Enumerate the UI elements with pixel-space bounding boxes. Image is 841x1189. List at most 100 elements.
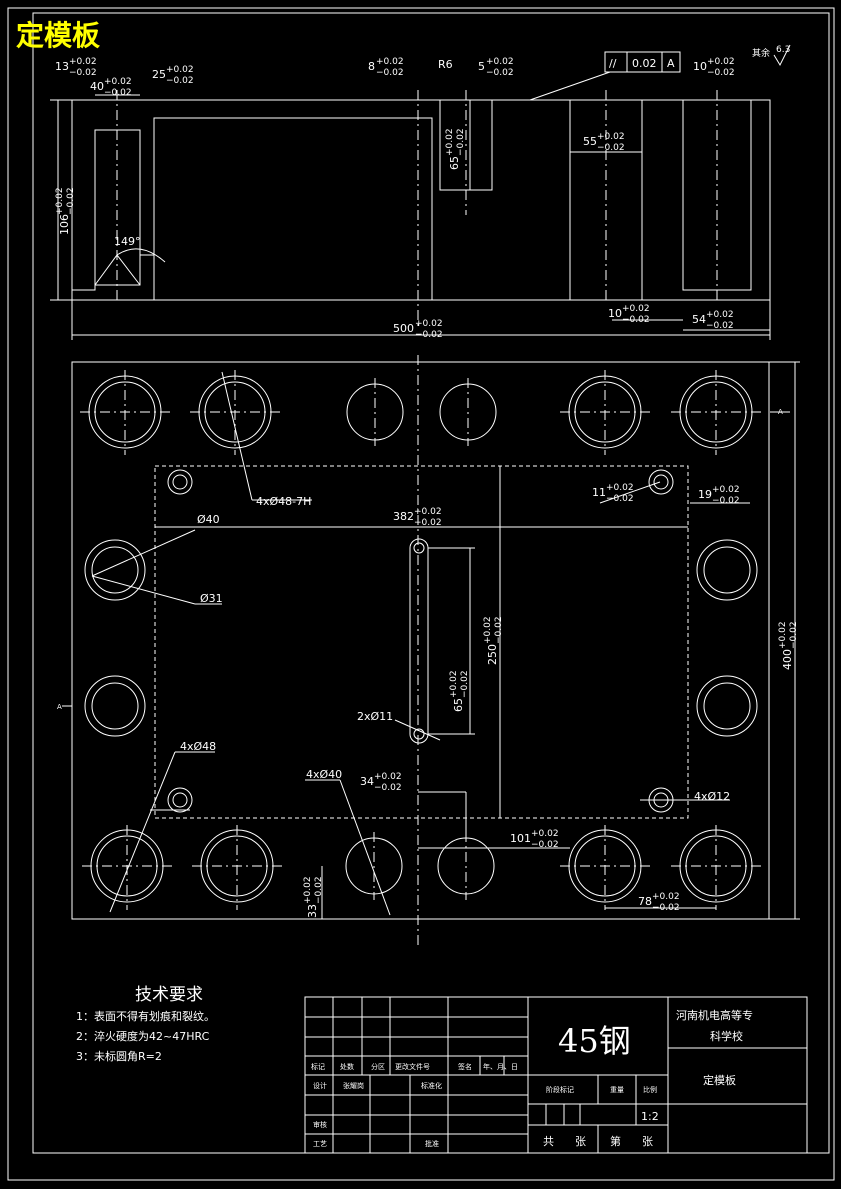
plan-dim-34: 34 +0.02 −0.02 bbox=[360, 772, 402, 793]
section-dim-13: 13 +0.02 −0.02 bbox=[55, 57, 97, 78]
svg-text:−0.02: −0.02 bbox=[415, 330, 443, 340]
svg-text:−0.02: −0.02 bbox=[622, 315, 650, 325]
svg-text:−0.02: −0.02 bbox=[706, 321, 734, 331]
scale-value: 1:2 bbox=[641, 1110, 659, 1123]
section-radius-label: R6 bbox=[438, 58, 453, 71]
section-dim-40: 40 +0.02 −0.02 bbox=[90, 77, 132, 98]
svg-text:54: 54 bbox=[692, 313, 706, 326]
callout-4x-d12: 4xØ12 bbox=[694, 790, 730, 803]
plan-slot bbox=[409, 538, 429, 744]
section-dim-8: 8 +0.02 −0.02 bbox=[368, 57, 404, 78]
surface-finish-label: 其余 bbox=[752, 47, 770, 59]
svg-text:+0.02: +0.02 bbox=[69, 57, 97, 67]
svg-text:250: 250 bbox=[486, 644, 499, 665]
svg-text:10: 10 bbox=[608, 307, 622, 320]
svg-text:−0.02: −0.02 bbox=[652, 903, 680, 913]
tb-design: 设计 bbox=[313, 1081, 327, 1090]
tb-signature: 签名 bbox=[458, 1062, 472, 1071]
svg-text:+0.02: +0.02 bbox=[597, 132, 625, 142]
section-view: // 0.02 A 其余 6.3 13 +0.02 −0.02 40 +0.02… bbox=[50, 44, 791, 340]
tech-requirements: 技术要求 1：表面不得有划痕和裂纹。 2：淬火硬度为42~47HRC 3：未标圆… bbox=[76, 985, 215, 1063]
svg-text:+0.02: +0.02 bbox=[486, 57, 514, 67]
section-dim-10-bottom: 10 +0.02 −0.02 bbox=[608, 304, 650, 325]
section-dim-55: 55 +0.02 −0.02 bbox=[583, 132, 625, 153]
svg-text:−0.02: −0.02 bbox=[69, 68, 97, 78]
svg-text:−0.02: −0.02 bbox=[166, 76, 194, 86]
tb-approve: 批准 bbox=[425, 1139, 439, 1148]
callout-d31: Ø31 bbox=[200, 592, 223, 605]
surface-finish-value: 6.3 bbox=[776, 45, 790, 55]
svg-text:−0.02: −0.02 bbox=[486, 68, 514, 78]
section-angle-label: 149° bbox=[114, 235, 141, 248]
svg-text:13: 13 bbox=[55, 60, 69, 73]
inner-frame bbox=[32, 12, 830, 1154]
svg-text:65: 65 bbox=[452, 698, 465, 712]
svg-text:−0.02: −0.02 bbox=[456, 128, 466, 156]
section-dim-65: 65 +0.02 −0.02 bbox=[445, 128, 466, 170]
plan-holes-top bbox=[88, 375, 753, 449]
tb-count: 处数 bbox=[340, 1062, 354, 1071]
svg-text:34: 34 bbox=[360, 775, 374, 788]
tb-sheet-no: 第 bbox=[610, 1134, 621, 1148]
svg-text:−0.02: −0.02 bbox=[707, 68, 735, 78]
plan-view: A A 4xØ48-7H Ø40 Ø31 2xØ11 4xØ48 4xØ40 4… bbox=[57, 355, 800, 945]
callout-d40: Ø40 bbox=[197, 513, 220, 526]
svg-text:+0.02: +0.02 bbox=[652, 892, 680, 902]
svg-text:+0.02: +0.02 bbox=[55, 187, 65, 215]
tb-zone: 分区 bbox=[371, 1062, 385, 1071]
section-dim-10-top: 10 +0.02 −0.02 bbox=[693, 57, 735, 78]
svg-text:−0.02: −0.02 bbox=[374, 783, 402, 793]
plan-holes-side bbox=[84, 539, 758, 737]
plan-dim-19: 19 +0.02 −0.02 bbox=[698, 485, 740, 506]
svg-text:5: 5 bbox=[478, 60, 485, 73]
svg-text:−0.02: −0.02 bbox=[376, 68, 404, 78]
callout-4x-d48: 4xØ48 bbox=[180, 740, 216, 753]
svg-text:−0.02: −0.02 bbox=[531, 840, 559, 850]
plan-dim-11: 11 +0.02 −0.02 bbox=[592, 483, 634, 504]
tb-total: 共 bbox=[543, 1135, 554, 1148]
tb-sheets: 张 bbox=[575, 1135, 586, 1148]
svg-text:−0.02: −0.02 bbox=[414, 518, 442, 528]
tb-designer-name: 张耀岗 bbox=[343, 1081, 364, 1090]
svg-text:+0.02: +0.02 bbox=[445, 128, 455, 156]
tb-date: 年、月、日 bbox=[483, 1062, 518, 1071]
section-hatch bbox=[71, 99, 771, 301]
callout-2x-d11: 2xØ11 bbox=[357, 710, 393, 723]
title-block: 45钢 河南机电高等专 科学校 定模板 1:2 标记 处数 分区 更改文件号 签… bbox=[304, 996, 808, 1154]
tb-process: 工艺 bbox=[313, 1140, 327, 1148]
tech-item-2: 2：淬火硬度为42~47HRC bbox=[76, 1029, 210, 1043]
school-name-line2: 科学校 bbox=[710, 1029, 743, 1043]
plan-dim-65: 65 +0.02 −0.02 bbox=[449, 670, 470, 712]
svg-text:+0.02: +0.02 bbox=[622, 304, 650, 314]
section-dim-25: 25 +0.02 −0.02 bbox=[152, 65, 194, 86]
svg-text:+0.02: +0.02 bbox=[449, 670, 459, 698]
svg-text:+0.02: +0.02 bbox=[712, 485, 740, 495]
svg-text:25: 25 bbox=[152, 68, 166, 81]
plan-dim-78: 78 +0.02 −0.02 bbox=[638, 892, 680, 913]
svg-text:−0.02: −0.02 bbox=[606, 494, 634, 504]
callout-guide-holes: 4xØ48-7H bbox=[256, 495, 311, 508]
svg-text:−0.02: −0.02 bbox=[314, 876, 324, 904]
tb-mark: 标记 bbox=[311, 1062, 325, 1071]
gdt-frame bbox=[604, 51, 681, 73]
svg-text:+0.02: +0.02 bbox=[166, 65, 194, 75]
tb-scale-label: 比例 bbox=[643, 1085, 657, 1094]
svg-text:65: 65 bbox=[448, 156, 461, 170]
tb-weight: 重量 bbox=[610, 1086, 624, 1094]
svg-text:−0.02: −0.02 bbox=[789, 621, 799, 649]
plan-dim-250: 250 +0.02 −0.02 bbox=[483, 616, 504, 665]
part-name: 定模板 bbox=[703, 1073, 736, 1087]
tb-standardization: 标准化 bbox=[421, 1081, 442, 1090]
svg-text:+0.02: +0.02 bbox=[415, 319, 443, 329]
svg-text:101: 101 bbox=[510, 832, 531, 845]
svg-text:+0.02: +0.02 bbox=[778, 621, 788, 649]
svg-text:+0.02: +0.02 bbox=[414, 507, 442, 517]
section-dim-500: 500 +0.02 −0.02 bbox=[393, 319, 443, 340]
svg-text:+0.02: +0.02 bbox=[606, 483, 634, 493]
svg-text:+0.02: +0.02 bbox=[531, 829, 559, 839]
tb-review: 审核 bbox=[313, 1120, 327, 1129]
svg-text:11: 11 bbox=[592, 486, 606, 499]
svg-text:400: 400 bbox=[781, 649, 794, 670]
section-mark-a-right: A bbox=[778, 408, 783, 416]
svg-text:500: 500 bbox=[393, 322, 414, 335]
